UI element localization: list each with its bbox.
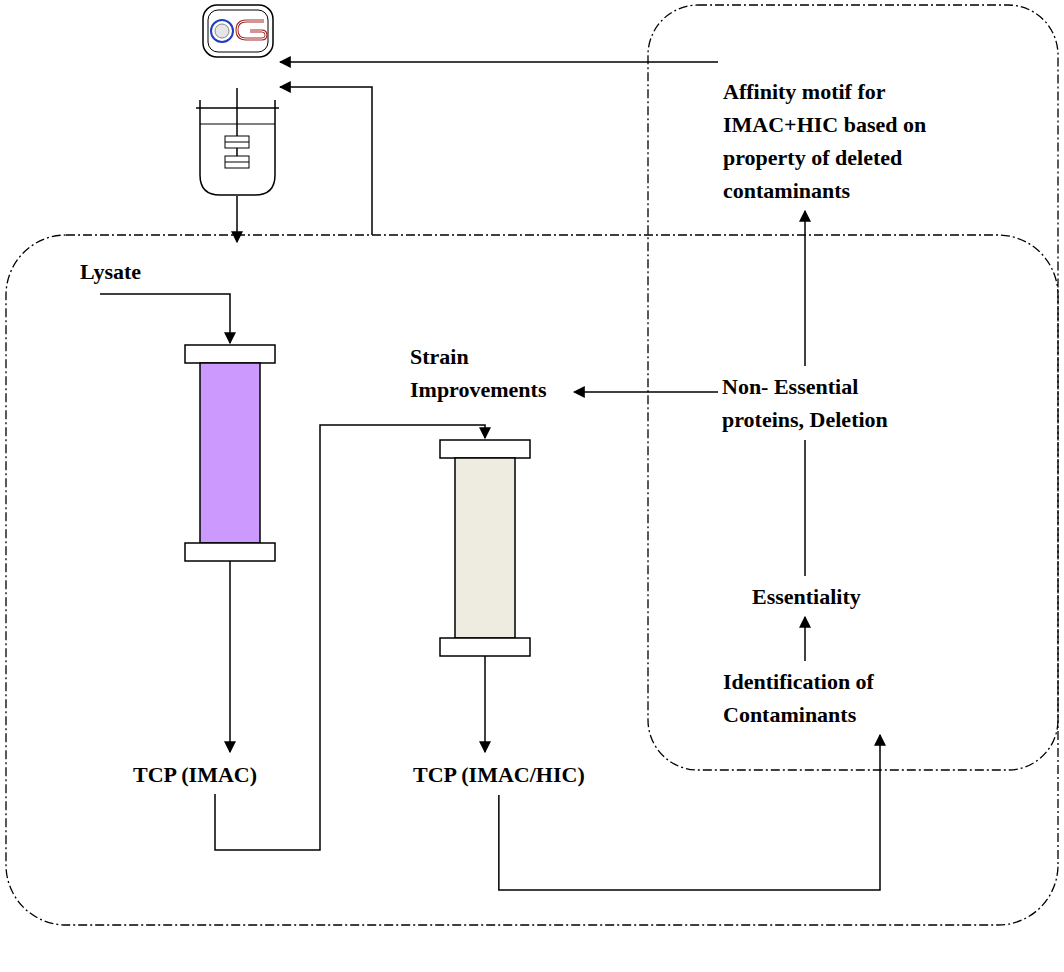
- product-label: TCP (IMAC): [133, 758, 257, 791]
- impeller-blade: [225, 162, 249, 163]
- flow-arrow: [229, 561, 231, 752]
- impeller: [225, 156, 249, 168]
- nucleoid-core: [215, 24, 229, 38]
- result-note: Affinity motif for IMAC+HIC based on pro…: [723, 75, 951, 207]
- feedback-arrow: [280, 61, 718, 63]
- impeller: [225, 136, 249, 148]
- product-label: TCP (IMAC/HIC): [413, 758, 585, 791]
- hic-column: [455, 458, 515, 638]
- step-label: Strain Improvements: [410, 340, 570, 406]
- flow-arrow: [484, 656, 486, 752]
- imac-column: [200, 363, 260, 543]
- impeller-blade: [225, 142, 249, 143]
- plasmid-symbol: [237, 21, 266, 39]
- column-cap: [185, 345, 275, 363]
- flow-connector: [804, 211, 806, 366]
- process-region: [6, 235, 1058, 925]
- flow-connector: [804, 617, 806, 661]
- flow-arrow: [100, 294, 230, 343]
- analysis-region: [648, 5, 1058, 770]
- step-label: Non- Essential proteins, Deletion: [722, 370, 892, 436]
- node-text: TCP (IMAC/HIC): [413, 758, 585, 791]
- step-label: Identification of Contaminants: [723, 665, 923, 731]
- nucleoid-circle: [211, 20, 233, 42]
- node-text: Affinity motif for IMAC+HIC based on pro…: [723, 75, 951, 207]
- cell-outer: [203, 5, 273, 57]
- plasmid-highlight: [237, 21, 266, 39]
- node-text: Essentiality: [752, 580, 861, 613]
- node-text: Strain Improvements: [410, 340, 570, 406]
- column-cap: [185, 543, 275, 561]
- node-text: Lysate: [80, 255, 141, 288]
- flow-connector: [499, 735, 880, 890]
- step-label: Essentiality: [752, 580, 861, 613]
- feedback-arrow: [280, 87, 372, 235]
- node-text: TCP (IMAC): [133, 758, 257, 791]
- flow-arrow: [236, 196, 238, 242]
- cell-inner: [208, 10, 268, 52]
- flow-connector: [574, 391, 718, 393]
- column-cap: [440, 440, 530, 458]
- flow-connector: [804, 440, 806, 576]
- column-cap: [440, 638, 530, 656]
- node-text: Non- Essential proteins, Deletion: [722, 370, 892, 436]
- node-text: Identification of Contaminants: [723, 665, 923, 731]
- stream-label: Lysate: [80, 255, 141, 288]
